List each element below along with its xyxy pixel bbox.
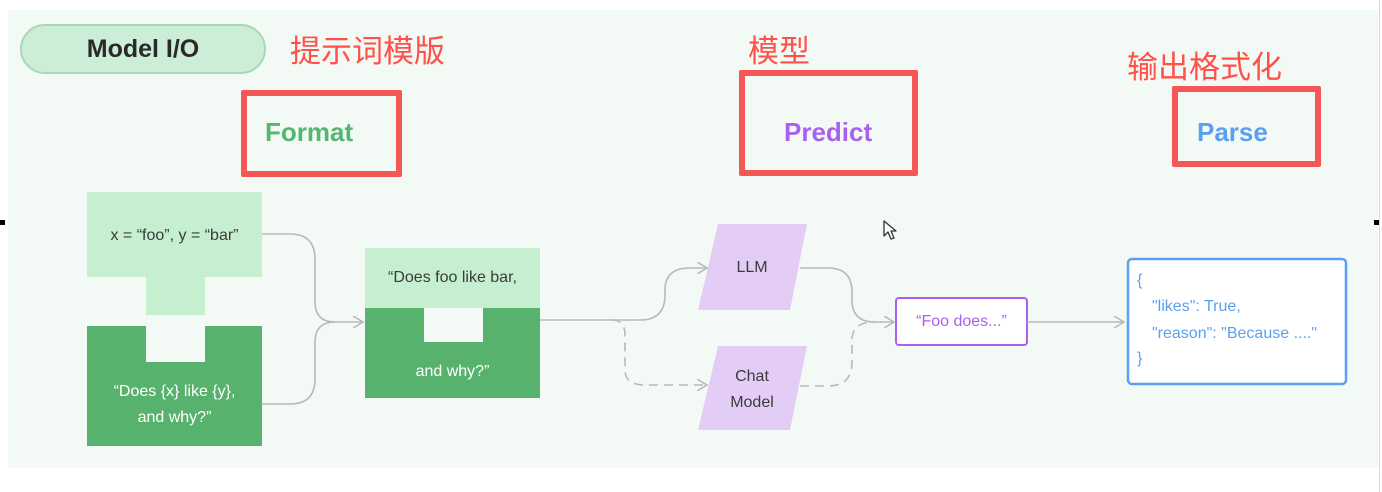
resize-handle-left[interactable] [0,220,5,225]
resize-handle-right[interactable] [1374,220,1379,225]
json-reason-line: "reason": "Because ...." [1152,325,1318,342]
template-block [87,326,262,446]
llm-label: LLM [736,259,768,276]
template-connector [262,321,336,405]
llm-block [698,224,807,310]
prompt-block-top [365,248,540,308]
window-edge [1379,0,1380,492]
stage-parse: Parse [1197,117,1268,147]
json-open-brace: { [1137,272,1143,289]
parse-highlight-box [1172,86,1321,167]
llm-to-output-connector [800,267,894,322]
prompt-to-llm-connector [540,268,707,321]
prompt-block-bottom [365,308,540,398]
variables-text: x = “foo”, y = “bar” [110,227,239,244]
template-text-line2: and why?” [137,409,212,426]
mouse-cursor-icon [883,220,897,240]
model-io-title: Model I/O [20,24,266,74]
predict-highlight-box [739,70,918,176]
format-highlight-box [241,90,402,177]
stage-format: Format [265,117,354,147]
predict-annotation: 模型 [748,34,810,70]
output-text: “Foo does...” [916,313,1007,330]
json-likes-line: "likes": True, [1152,298,1241,315]
chat-model-label-line1: Chat [735,368,769,385]
chat-model-block [698,346,807,430]
template-text-line1: “Does {x} like {y}, [113,383,236,400]
chat-to-output-connector [800,321,876,387]
variables-block [87,192,262,315]
chat-model-label-line2: Model [730,394,774,411]
format-annotation: 提示词模版 [290,34,445,70]
prompt-to-chat-connector [611,319,707,385]
parsed-json-box [1126,257,1348,386]
prompt-text-line1: “Does foo like bar, [388,269,517,286]
prompt-text-line2: and why?” [415,363,490,380]
stage-predict: Predict [784,117,873,147]
json-close-brace: } [1137,350,1143,367]
parse-annotation: 输出格式化 [1127,50,1282,86]
variables-connector [262,233,363,322]
